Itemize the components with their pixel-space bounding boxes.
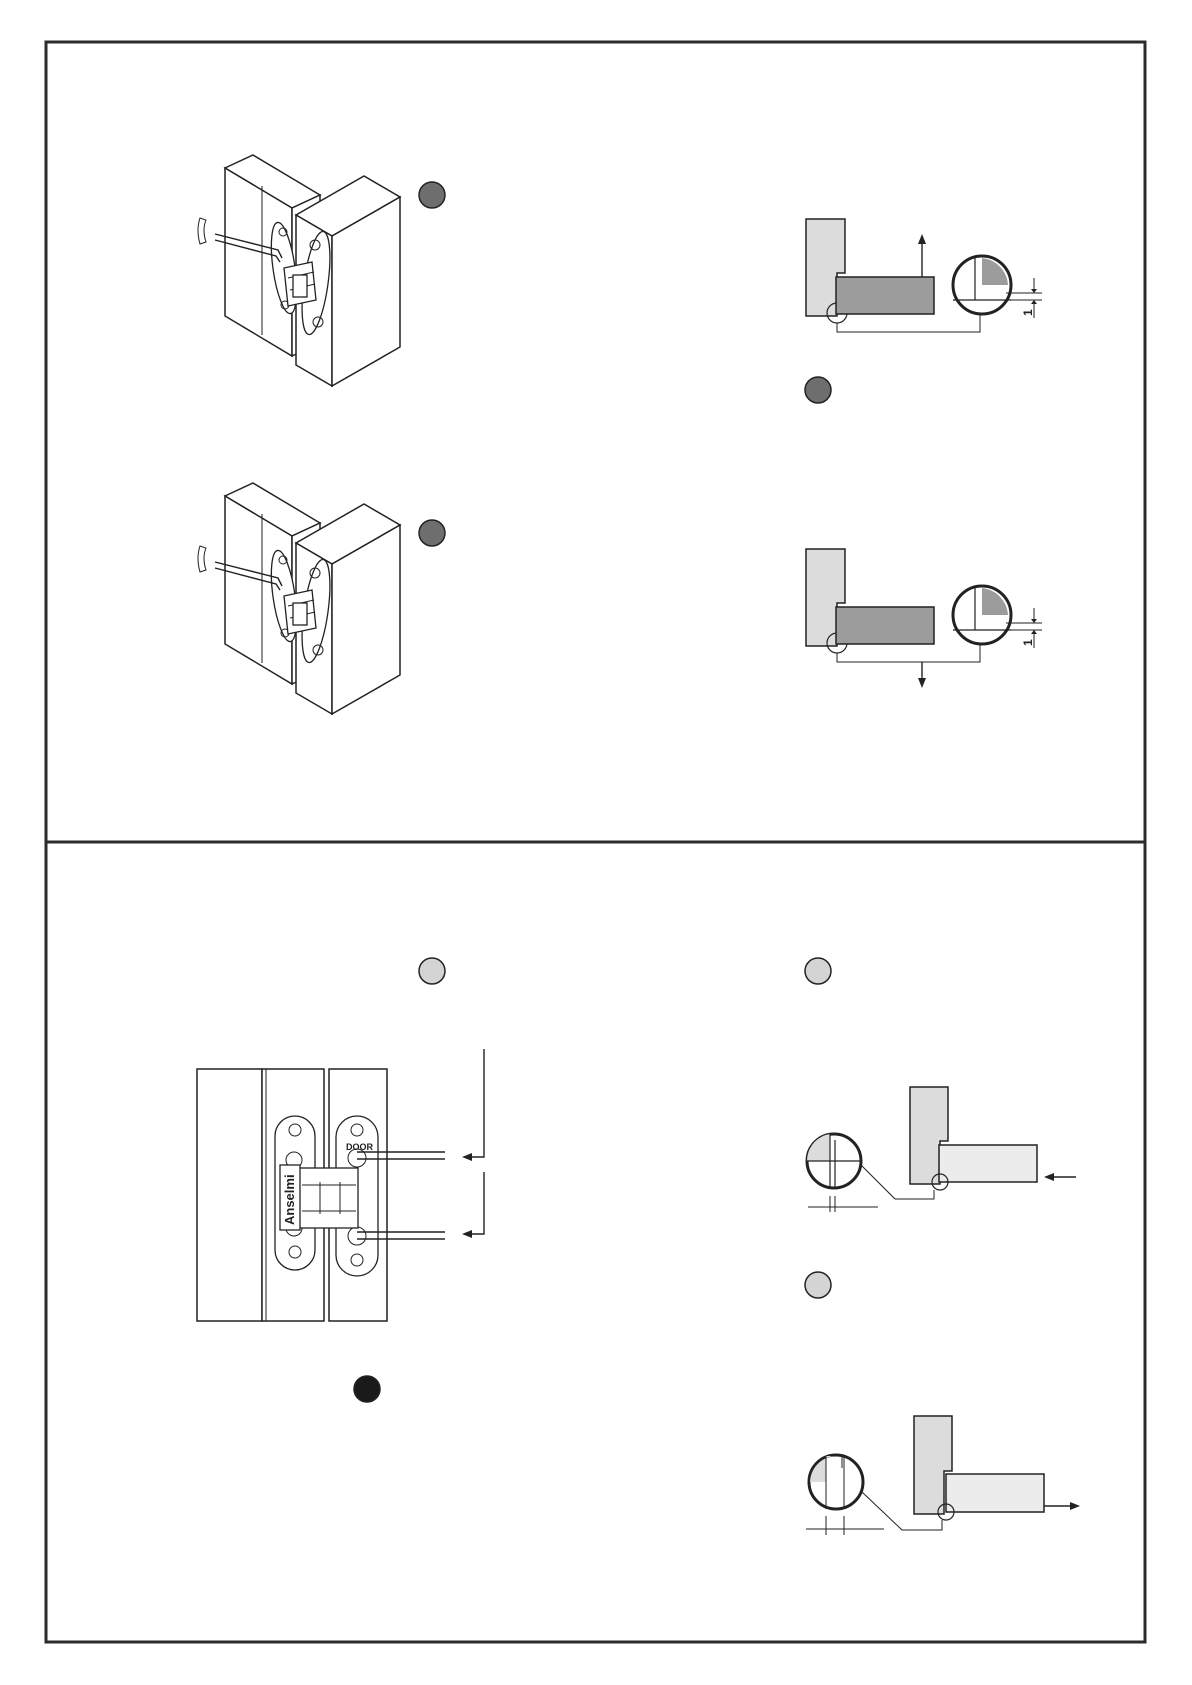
marker-top-hinge-2 (419, 520, 445, 546)
marker-bottom-diagram-2 (805, 1272, 831, 1298)
section-detail-pull-out (806, 1416, 1080, 1535)
section-detail-push-in (807, 1087, 1076, 1212)
hinge-front-view: DOOR Anselmi (197, 1049, 484, 1321)
iso-hinge-assembly-1 (198, 155, 400, 386)
section-detail-lower: 1 (806, 549, 1042, 688)
arrow-right-icon (1070, 1502, 1080, 1510)
hinge-brand-label: Anselmi (282, 1174, 297, 1225)
door-section-dark (836, 277, 934, 314)
arrow-icon (462, 1153, 472, 1161)
marker-bottom-diagram-1 (805, 958, 831, 984)
iso-hinge-assembly-2 (198, 483, 400, 714)
panel-top (46, 42, 1145, 842)
arrow-left-icon (1044, 1173, 1054, 1181)
dimension-1-top: 1 (1021, 309, 1035, 316)
marker-top-hinge-1 (419, 182, 445, 208)
dimension-1-bottom: 1 (1021, 639, 1035, 646)
marker-bottom-hinge (419, 958, 445, 984)
marker-bottom-hinge-black (354, 1376, 380, 1402)
marker-top-diagram-1 (805, 377, 831, 403)
section-detail-raise: 1 (806, 219, 1042, 332)
arrow-icon (462, 1230, 472, 1238)
door-section-dark (836, 607, 934, 644)
hinge-door-label: DOOR (346, 1142, 374, 1152)
